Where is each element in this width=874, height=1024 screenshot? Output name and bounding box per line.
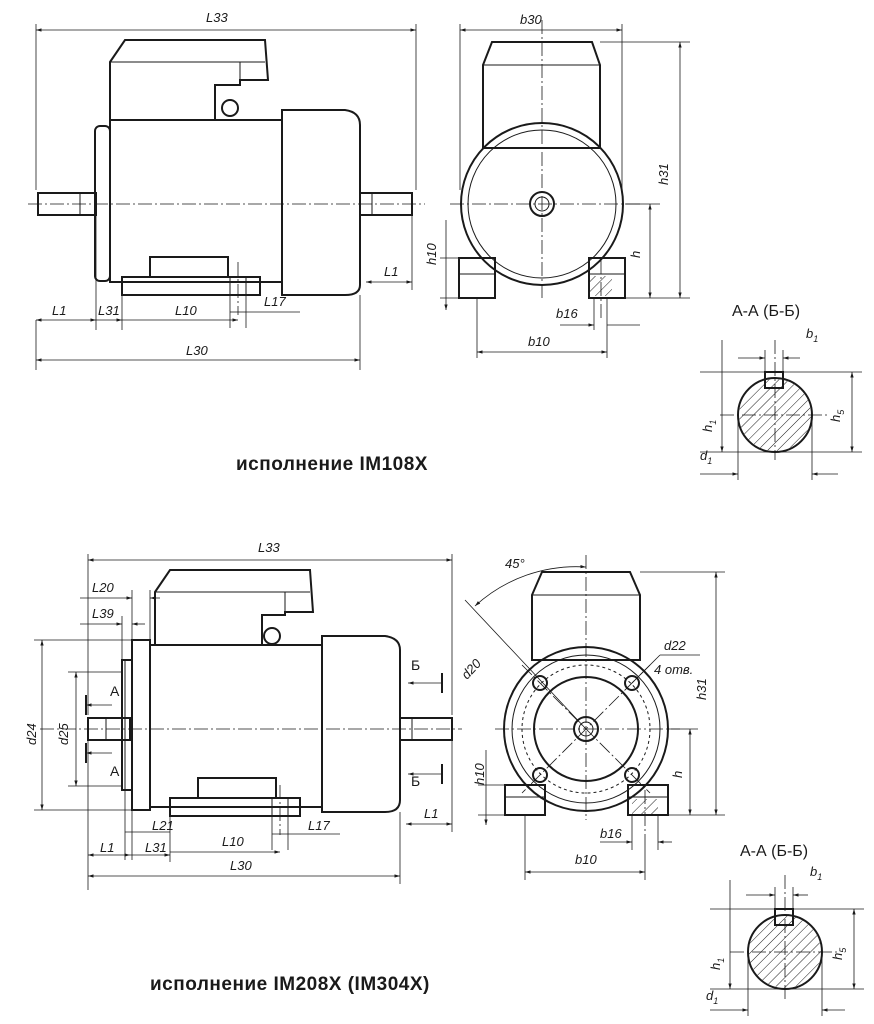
dim-L30-bottom: L30 [230,858,252,873]
section-mark-A-top: А [110,683,120,699]
dim-L10: L10 [175,303,197,318]
dim-d20: d20 [458,655,484,682]
dim-L20: L20 [92,580,114,595]
section-h1-top: h1 [700,420,718,432]
dim-b10-bottom: b10 [575,852,597,867]
section-mark-B-bottom: Б [411,773,420,789]
section-b1-bottom: b1 [810,864,822,882]
section-title-bottom: А-А (Б-Б) [740,843,808,860]
dim-h31-bottom: h31 [694,678,709,700]
bottom-side-dimensions: L33 L20 L39 d24 d25 L21 L1 L31 L10 L17 [24,540,453,890]
bottom-front-dimensions: 45° d20 d22 4 отв. h31 h h10 b10 b16 [458,556,725,880]
dim-angle-45: 45° [505,556,525,571]
dim-L21: L21 [152,818,174,833]
section-title-top: А-А (Б-Б) [732,303,800,320]
dim-d22: d22 [664,638,686,653]
dim-L39: L39 [92,606,114,621]
top-side-dimensions: L33 L1 L31 L10 L17 L30 L1 [35,10,417,370]
top-front-dimensions: b30 h31 h h10 b10 b16 [424,12,690,358]
top-section-view: А-А (Б-Б) b1 h1 h5 d1 [700,303,862,480]
dim-h10: h10 [424,243,439,265]
dim-b30: b30 [520,12,542,27]
dim-b16: b16 [556,306,578,321]
dim-L33-bottom: L33 [258,540,280,555]
section-d1-bottom: d1 [706,988,718,1006]
dim-h31: h31 [656,163,671,185]
dim-L1-left-bottom: L1 [100,840,114,855]
bottom-section-view: А-А (Б-Б) b1 h1 h5 d1 [706,843,864,1016]
dim-L1-left: L1 [52,303,66,318]
dim-L1-right-bottom: L1 [424,806,438,821]
dim-d24: d24 [24,723,39,745]
section-b1-top: b1 [806,326,818,344]
dim-h-bottom: h [670,771,685,778]
top-side-view [28,39,425,315]
dim-h: h [628,251,643,258]
dim-L30: L30 [186,343,208,358]
caption-top: исполнение IM108X [236,454,428,475]
dim-L31: L31 [98,303,120,318]
dim-h10-bottom: h10 [472,763,487,785]
bottom-front-view [495,555,680,845]
dim-b16-bottom: b16 [600,826,622,841]
dim-holes: 4 отв. [654,662,693,677]
section-mark-A-bottom: А [110,763,120,779]
dim-L1-right: L1 [384,264,398,279]
section-h5-top: h5 [828,409,846,422]
top-front-view [450,20,640,320]
dim-b10: b10 [528,334,550,349]
section-mark-B-top: Б [411,657,420,673]
bottom-side-view: А А Б Б [40,569,462,835]
dim-L31-bottom: L31 [145,840,167,855]
section-d1-top: d1 [700,448,712,466]
section-h5-bottom: h5 [830,947,848,960]
dim-L17: L17 [264,294,286,309]
dim-L17-bottom: L17 [308,818,330,833]
dim-d25: d25 [56,723,71,745]
caption-bottom: исполнение IM208X (IM304X) [150,974,430,995]
dim-L10-bottom: L10 [222,834,244,849]
dim-L33: L33 [206,10,228,25]
section-h1-bottom: h1 [708,958,726,970]
